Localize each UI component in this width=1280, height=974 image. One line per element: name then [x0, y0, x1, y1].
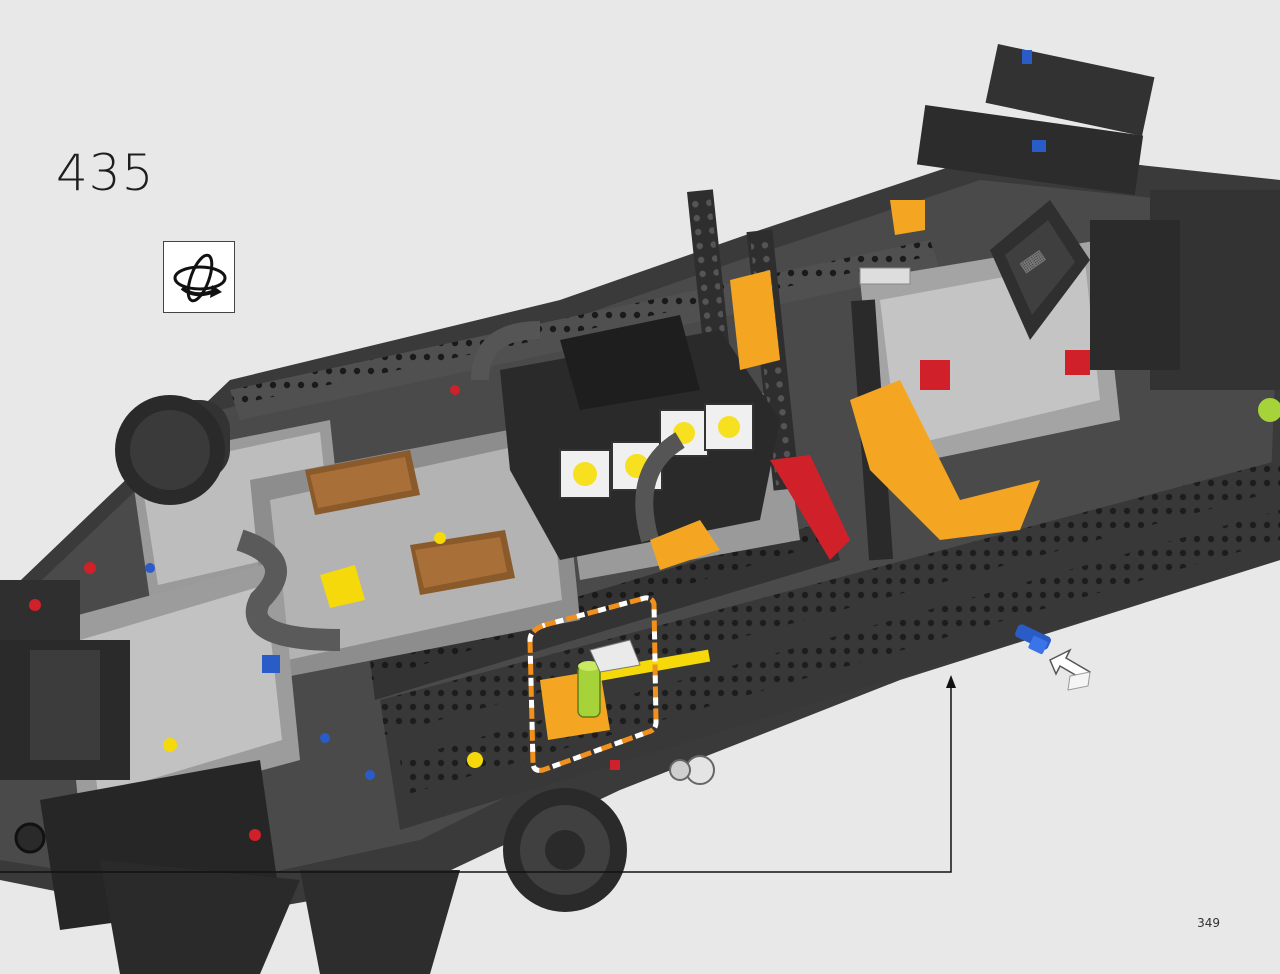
- engine-block: [236, 315, 780, 651]
- highlighted-green-pin: [577, 664, 601, 718]
- control-hub: ▦▦: [990, 200, 1090, 340]
- rotate-model-icon: [173, 253, 227, 303]
- orange-parts: [540, 200, 1040, 740]
- wheels: [14, 395, 627, 912]
- page-number: 349: [1197, 916, 1220, 930]
- new-part-insertion: [1015, 624, 1092, 691]
- red-parts: [29, 350, 1090, 841]
- blue-pins: [145, 50, 1046, 780]
- grey-connectors: [669, 267, 1280, 785]
- highlight-callout: [527, 595, 659, 773]
- assembly-guide-line: [0, 675, 956, 873]
- copper-parts: [305, 450, 515, 595]
- yellow-parts: [163, 532, 711, 768]
- step-number: 435: [56, 144, 155, 202]
- rotate-model-indicator: [163, 241, 235, 313]
